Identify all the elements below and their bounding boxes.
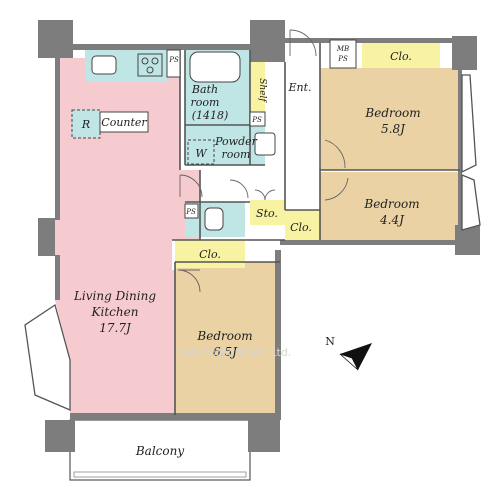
ldk-name-line2: Kitchen: [91, 305, 139, 319]
bath-name-line1: Bath: [191, 83, 218, 96]
closet-top-right-label: Clo.: [390, 50, 412, 63]
bay-window-left: [24, 303, 71, 411]
entrance-label: Ent.: [287, 81, 311, 94]
ldk-floor: [55, 58, 200, 415]
fridge-label: R: [81, 118, 90, 131]
compass-icon: N: [325, 335, 372, 371]
ldk-size: 17.7J: [99, 321, 132, 335]
bathtub-icon: [189, 51, 241, 83]
bedroom-sw-size: 6.5J: [213, 345, 238, 359]
compass-north-label: N: [325, 335, 335, 348]
powder-name-line1: Powder: [214, 135, 258, 148]
stove-icon: [137, 53, 163, 77]
bedroom-ne-floor: [320, 68, 460, 170]
bedroom-ne-size: 5.8J: [381, 122, 406, 136]
ps-box-kitchen: [166, 49, 181, 78]
shelf-entrance: [250, 62, 265, 112]
bedroom-sw-floor: [175, 262, 280, 415]
balcony-floor: [69, 419, 251, 481]
bay-window-right-top: [461, 74, 477, 174]
walls: [38, 20, 480, 452]
powder-floor: [185, 125, 265, 165]
bedroom-ne-name: Bedroom: [364, 106, 420, 120]
bedroom-e-size: 4.4J: [379, 213, 405, 227]
closet-entrance-label: Clo.: [290, 221, 312, 234]
closet-bedroom-sw-label: Clo.: [199, 248, 221, 261]
powder-name-line2: room: [222, 148, 251, 161]
ps-label-bath: PS: [251, 116, 262, 124]
bath-size: (1418): [192, 109, 229, 122]
closet-top-right: [362, 42, 440, 68]
counter-box: [99, 111, 149, 133]
balcony-label: Balcony: [135, 444, 184, 458]
counter-label: Counter: [101, 116, 147, 129]
ps-box-lower: [184, 203, 199, 219]
closet-bedroom-sw: [175, 240, 245, 268]
bath-name-line2: room: [191, 96, 220, 109]
closet-entrance: [285, 210, 320, 242]
sink-icon: [91, 55, 117, 75]
washbasin-icon: [254, 132, 276, 156]
ps-label-lower: PS: [185, 208, 196, 216]
bedroom-e-floor: [320, 172, 460, 240]
mb-label: MB: [336, 45, 349, 53]
ps-label-kitchen-1: PS: [168, 56, 179, 64]
shelf-label: Shelf: [257, 78, 267, 103]
storage-entrance: [250, 200, 285, 225]
watermark: Ken Corporation Ltd.: [178, 346, 291, 359]
bedroom-e-name: Bedroom: [363, 197, 419, 211]
balcony-rail: [73, 471, 247, 478]
ps-box-bath: [249, 111, 266, 127]
toilet-icon: [204, 207, 224, 231]
door-swings: [177, 29, 349, 293]
mb-ps-box: [329, 39, 357, 69]
storage-label: Sto.: [256, 207, 278, 220]
bay-window-right-bottom: [461, 174, 481, 231]
mb-ps-label: PS: [337, 55, 348, 63]
washer-label: W: [195, 147, 208, 160]
washer-box: [187, 139, 215, 165]
bedroom-sw-name: Bedroom: [196, 329, 252, 343]
ldk-name-line1: Living Dining: [73, 289, 156, 303]
